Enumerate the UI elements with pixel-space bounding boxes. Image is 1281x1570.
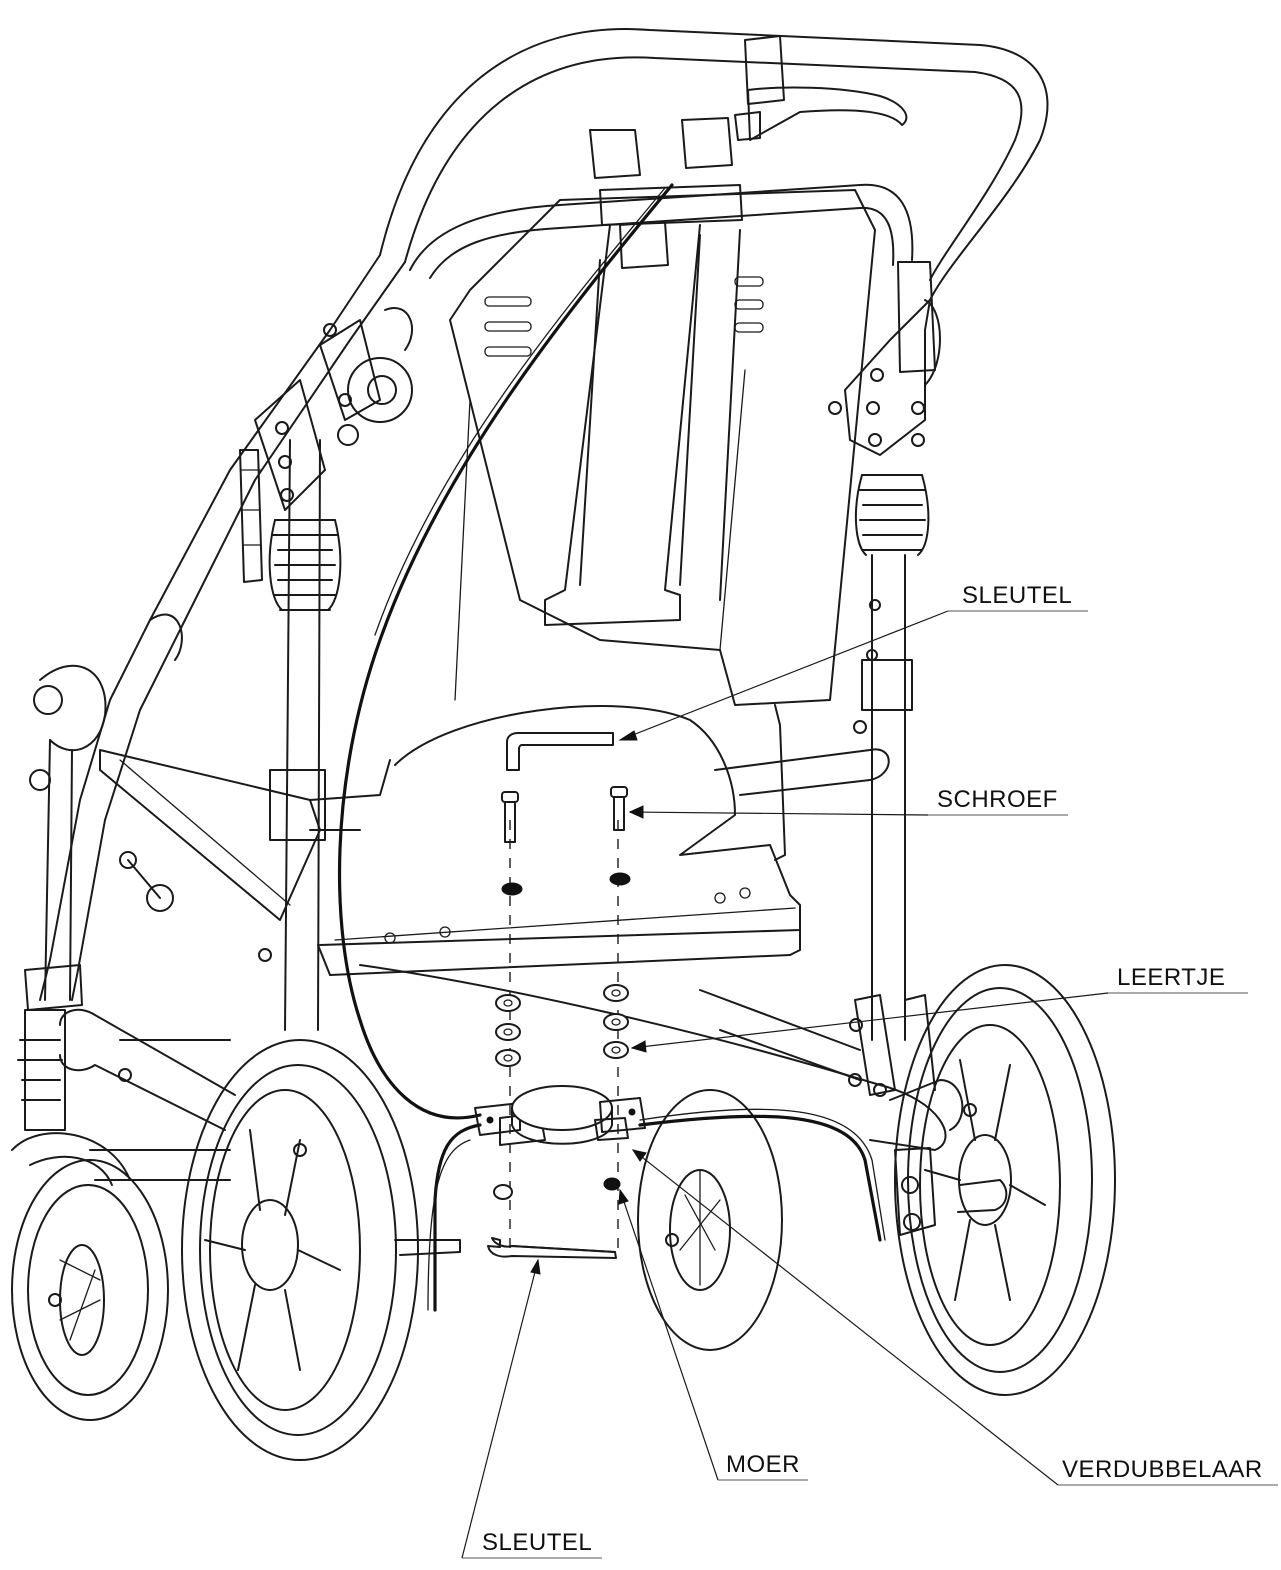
rear-inner-wheel xyxy=(637,1089,783,1351)
label-moer: MOER xyxy=(726,1451,800,1478)
front-left-wheel xyxy=(11,1132,169,1421)
screws xyxy=(501,786,628,843)
wrench-bottom xyxy=(487,1237,617,1259)
exploded-hardware xyxy=(474,732,646,1259)
stroller-frame xyxy=(17,28,1049,1236)
allen-key-top xyxy=(506,732,614,771)
brake-cables xyxy=(337,183,886,1312)
callout-labels: SLEUTEL SCHROEF LEERTJE VERDUBBELAAR MOE… xyxy=(482,582,1263,1556)
nuts xyxy=(493,1177,621,1200)
rear-left-wheel xyxy=(181,1039,461,1461)
label-verdubbelaar: VERDUBBELAAR xyxy=(1062,1456,1263,1483)
label-leertje: LEERTJE xyxy=(1117,964,1225,991)
leader-lines xyxy=(461,610,1278,1559)
label-sleutel-bottom: SLEUTEL xyxy=(482,1529,592,1556)
rear-right-wheel xyxy=(894,964,1116,1396)
label-sleutel-top: SLEUTEL xyxy=(962,582,1072,609)
washers xyxy=(495,984,629,1067)
label-schroef: SCHROEF xyxy=(937,786,1058,813)
cable-doubler xyxy=(474,1085,646,1146)
wheels xyxy=(11,964,1116,1461)
